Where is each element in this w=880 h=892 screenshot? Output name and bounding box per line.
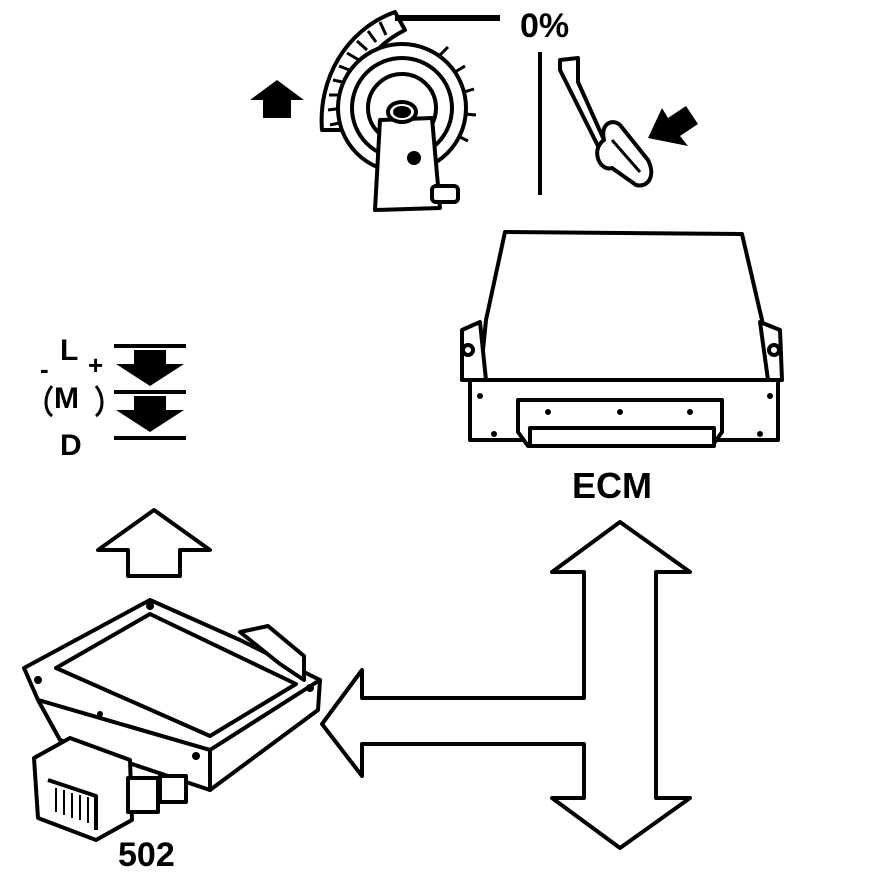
gear-manual-label: M xyxy=(54,382,79,415)
ecm-unit-icon xyxy=(460,230,784,448)
throttle-body-icon xyxy=(319,10,500,212)
down-arrow-icon xyxy=(116,396,184,432)
throttle-percent-label: 0% xyxy=(520,7,569,45)
module-label: 502 xyxy=(118,836,175,874)
ecm-label: ECM xyxy=(572,465,652,506)
down-arrow-icon xyxy=(116,350,184,386)
accelerator-pedal-icon xyxy=(558,56,654,188)
shift-minus-label: - xyxy=(40,354,49,384)
press-arrow-icon xyxy=(648,106,698,146)
gear-indicator: L - + M D xyxy=(40,334,186,462)
bidirectional-arrow-icon xyxy=(320,520,692,850)
up-arrow-icon xyxy=(250,80,304,118)
gear-drive-label: D xyxy=(60,429,82,462)
control-module-icon xyxy=(22,598,322,842)
gear-low-label: L xyxy=(60,334,78,367)
shift-plus-label: + xyxy=(88,350,103,380)
up-outline-arrow-icon xyxy=(96,508,212,578)
